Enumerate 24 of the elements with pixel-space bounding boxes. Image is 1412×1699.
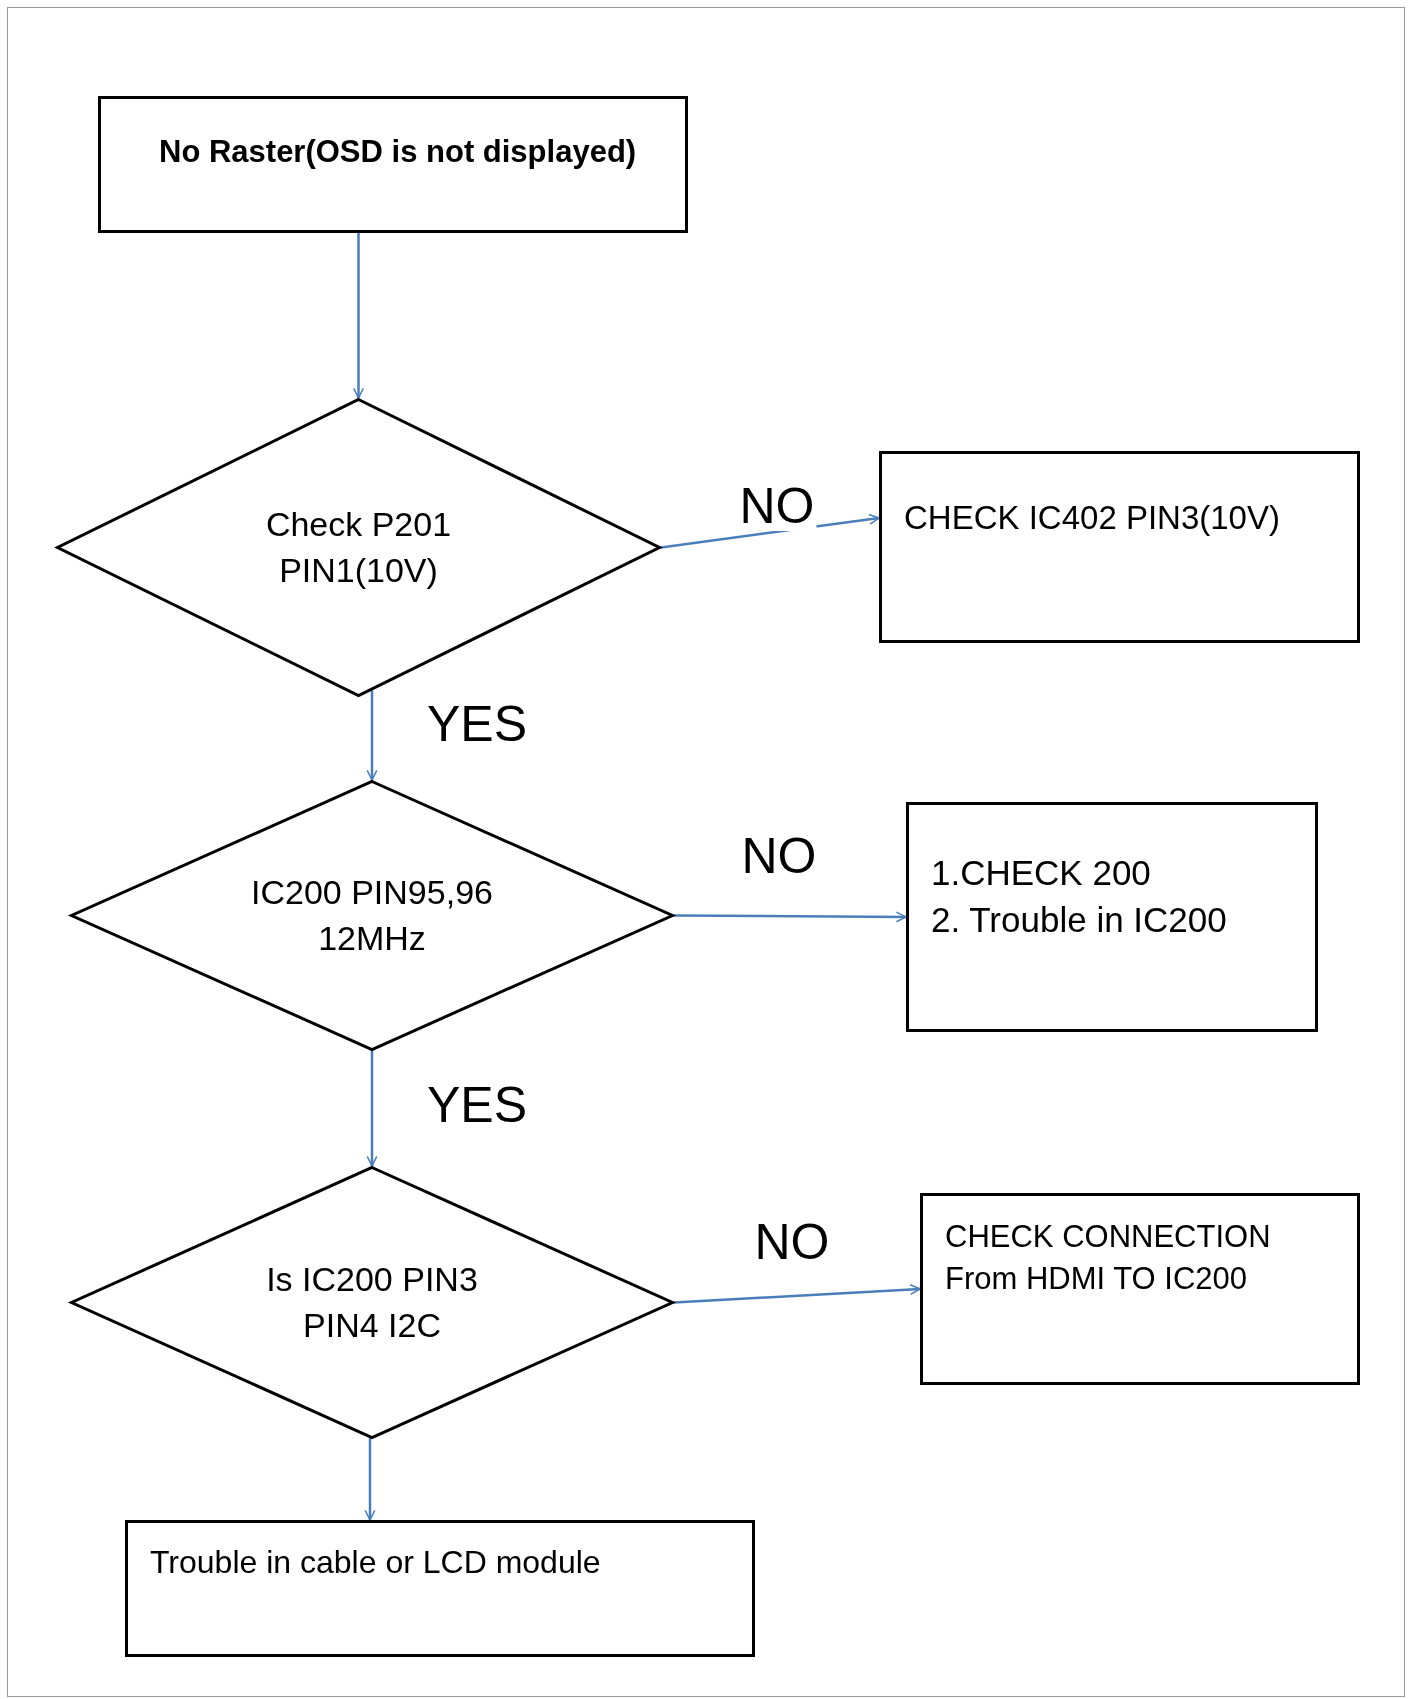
node-text: CHECK CONNECTION From HDMI TO IC200 — [945, 1218, 1272, 1298]
node-text: Is IC200 PIN3 PIN4 I2C — [265, 1258, 479, 1346]
node-text: 1.CHECK 200 — [931, 852, 1151, 894]
node-text: No Raster(OSD is not displayed) — [159, 133, 637, 171]
arrow — [673, 1284, 921, 1304]
node-text: Check P201 PIN1(10V) — [264, 503, 453, 591]
node-text: CHECK IC402 PIN3(10V) — [904, 498, 1280, 538]
arrow — [352, 233, 365, 399]
process-box — [920, 1193, 1360, 1385]
process-box — [98, 96, 688, 233]
arrow — [660, 513, 880, 549]
process-box — [906, 802, 1318, 1032]
arrow — [364, 1438, 376, 1521]
decision-diamond — [70, 780, 674, 1051]
arrow — [366, 690, 378, 781]
process-box — [879, 451, 1360, 643]
node-text: IC200 PIN95,96 12MHz — [250, 871, 494, 959]
decision-diamond — [56, 398, 661, 697]
arrow — [366, 1051, 378, 1167]
process-box — [125, 1520, 755, 1657]
node-text: 2. Trouble in IC200 — [931, 899, 1227, 942]
node-text: Trouble in cable or LCD module — [150, 1543, 601, 1582]
arrow — [674, 911, 907, 923]
decision-diamond — [70, 1166, 674, 1439]
